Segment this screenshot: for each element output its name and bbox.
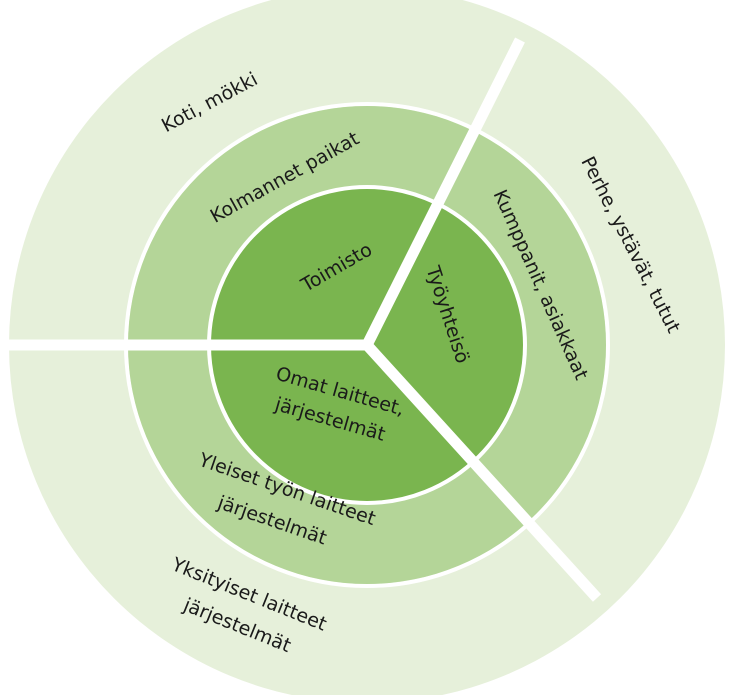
- divider-lower-right: [362, 341, 602, 602]
- sector-dividers: [0, 37, 602, 602]
- divider-upper-right: [362, 37, 525, 348]
